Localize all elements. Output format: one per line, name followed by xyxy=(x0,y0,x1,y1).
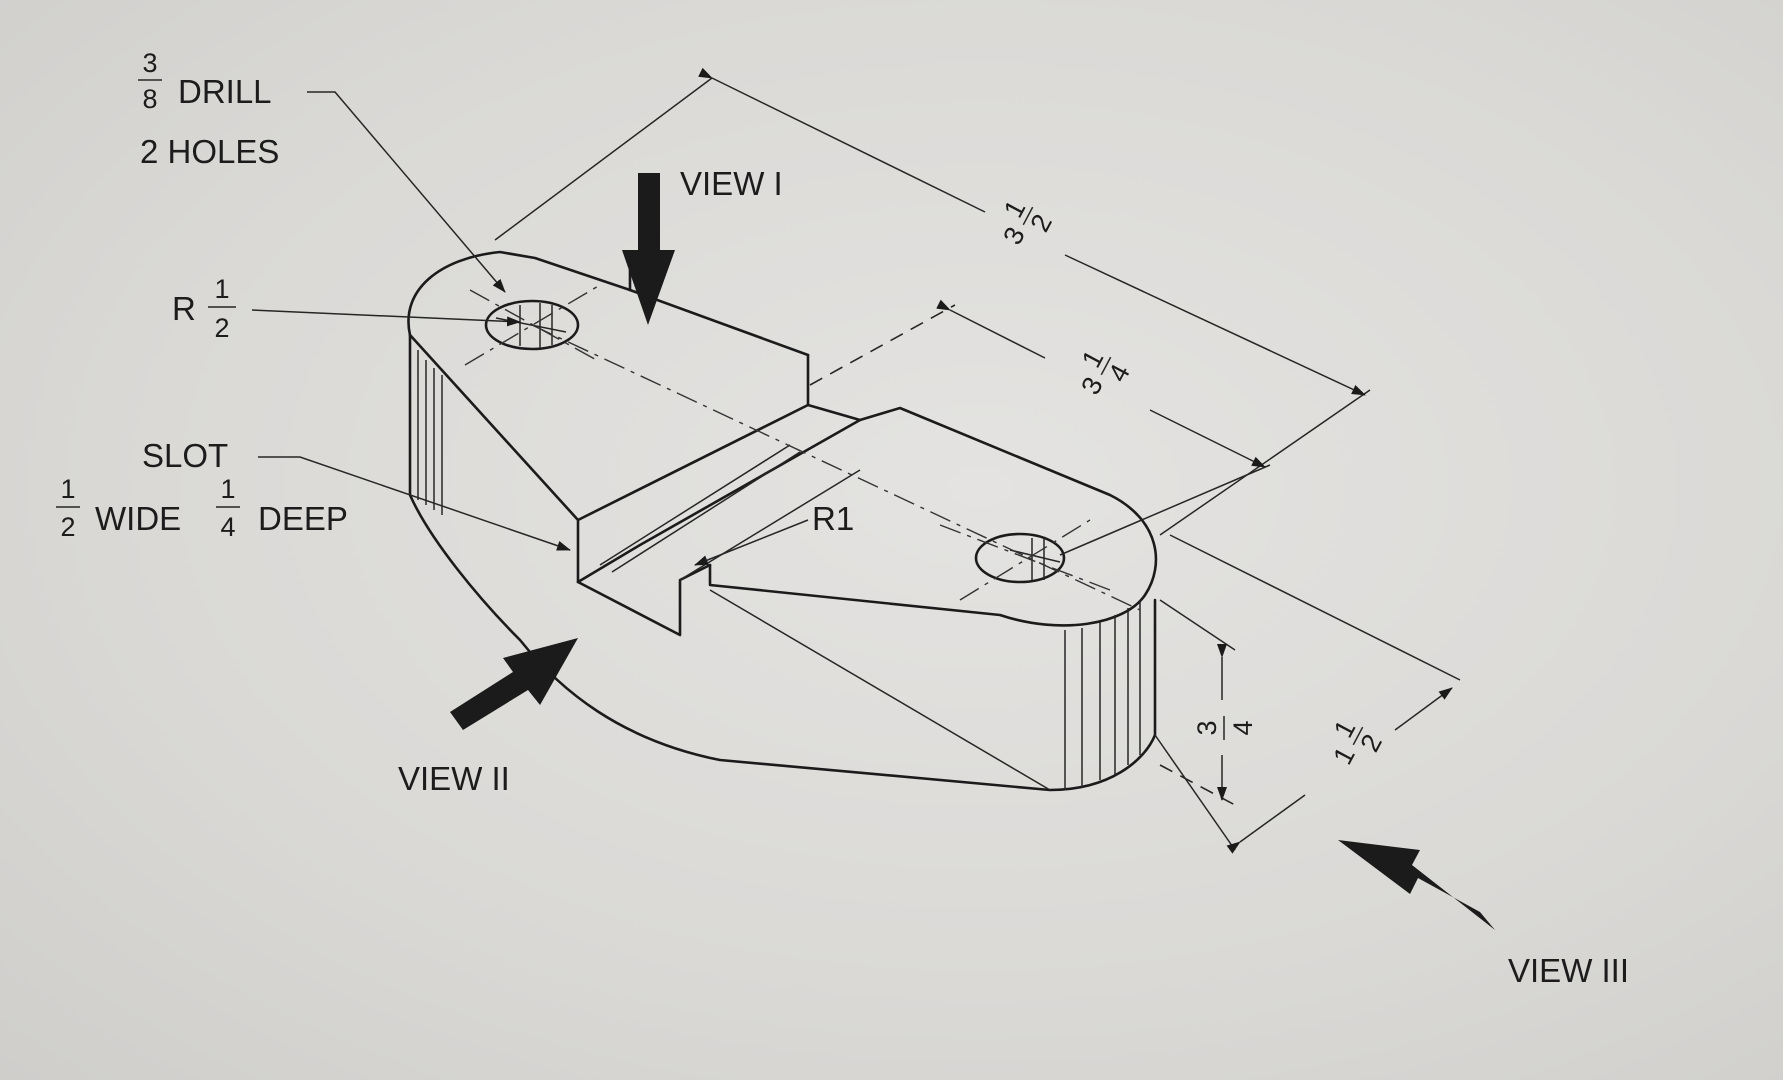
view3-arrow xyxy=(1338,840,1495,930)
view-arrows xyxy=(450,173,1495,930)
overall-whole: 3 xyxy=(997,222,1031,249)
center-lines xyxy=(464,284,1141,611)
width-whole: 1 xyxy=(1327,742,1361,769)
dimension-width xyxy=(1154,534,1461,854)
part-body xyxy=(407,250,1158,792)
left-boss-top-outline xyxy=(407,250,810,357)
width-dimension-text: 1 1 2 xyxy=(1327,715,1388,769)
dimension-centers xyxy=(809,299,1271,556)
overall-dimension-text: 3 1 2 xyxy=(997,195,1058,249)
holes-label: 2 HOLES xyxy=(140,133,279,170)
leaders xyxy=(251,91,809,566)
left-cylinder-shading xyxy=(417,350,443,515)
center-whole: 3 xyxy=(1075,372,1109,399)
view2-label: VIEW II xyxy=(398,760,510,797)
overall-denominator: 2 xyxy=(1024,209,1058,236)
right-hole xyxy=(974,532,1066,584)
slot-deep-label: DEEP xyxy=(258,500,348,537)
slot-depth-numerator: 1 xyxy=(220,474,235,504)
dimension-height xyxy=(1159,599,1236,806)
center-dimension-text: 3 1 4 xyxy=(1075,345,1136,399)
slot-width-numerator: 1 xyxy=(60,474,75,504)
height-dimension-text: 3 4 xyxy=(1192,716,1258,740)
left-boss-wall xyxy=(408,333,1157,792)
center-denominator: 4 xyxy=(1102,359,1136,386)
left-hole xyxy=(484,299,580,351)
r1-label: R1 xyxy=(812,500,854,537)
slot-outline xyxy=(576,403,862,637)
radius-denominator: 2 xyxy=(214,313,229,343)
radius-prefix: R xyxy=(172,290,196,327)
height-denominator: 4 xyxy=(1228,720,1258,735)
view1-arrow xyxy=(622,173,675,325)
right-web-edge xyxy=(709,589,1051,791)
slot-depth-denominator: 4 xyxy=(220,512,235,542)
radius-numerator: 1 xyxy=(214,274,229,304)
raised-block-edges xyxy=(408,260,810,584)
slot-label: SLOT xyxy=(142,437,228,474)
slot-wide-label: WIDE xyxy=(95,500,181,537)
drill-holes xyxy=(484,299,1066,584)
right-boss-top-outline xyxy=(708,406,1158,627)
width-denominator: 2 xyxy=(1354,729,1388,756)
drill-label: DRILL xyxy=(178,73,272,110)
view2-arrow xyxy=(450,638,578,730)
view3-label: VIEW III xyxy=(1508,952,1629,989)
dimension-overall xyxy=(494,67,1371,536)
drill-denominator: 8 xyxy=(142,84,157,114)
annotations: 3 8 DRILL 2 HOLES R 1 2 SLOT 1 2 WIDE 1 … xyxy=(56,48,1629,989)
slot-floor-lines xyxy=(599,444,861,581)
drill-numerator: 3 xyxy=(142,48,157,78)
slot-width-denominator: 2 xyxy=(60,512,75,542)
height-numerator: 3 xyxy=(1192,720,1222,735)
view1-label: VIEW I xyxy=(680,165,783,202)
right-cylinder-shading xyxy=(1064,600,1141,790)
